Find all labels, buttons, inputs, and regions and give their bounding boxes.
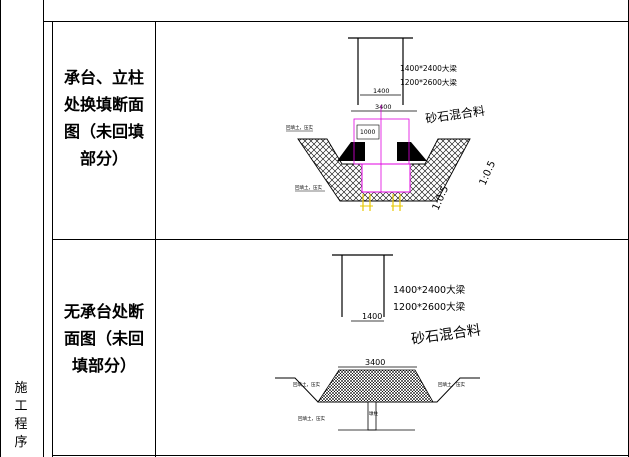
row1-label-line: 承台、立柱 xyxy=(63,68,144,87)
row1-label-line: 图（未回填 xyxy=(63,122,144,141)
row-divider-top xyxy=(43,21,629,22)
row-divider-middle xyxy=(52,239,629,240)
slope-label-2: 1:0.5 xyxy=(478,159,498,187)
beam-label-2: 1200*2600大梁 xyxy=(400,77,457,87)
row1-label: 承台、立柱 处换填断面 图（未回填 部分） xyxy=(54,64,154,172)
side-char: 程 xyxy=(14,417,28,432)
left-note: 回填土，压实 xyxy=(286,124,313,131)
left-note: 回填土，压实 xyxy=(293,381,320,388)
right-note: 回填土，压实 xyxy=(438,381,465,388)
center-note: 墩柱 xyxy=(369,410,378,417)
material-label: 砂石混合料 xyxy=(410,322,482,348)
row2-label: 无承台处断 面图（未回 填部分） xyxy=(54,298,154,379)
pile-cap-outline xyxy=(361,163,411,193)
dim-top-label: 1400 xyxy=(373,87,390,95)
dim-inner-label: 1000 xyxy=(360,129,375,136)
side-char: 序 xyxy=(14,435,28,450)
row-divider-bottom xyxy=(52,455,629,456)
left-note-2: 回填土，压实 xyxy=(295,184,322,191)
beam-label-1: 1400*2400大梁 xyxy=(393,284,466,296)
side-char: 施 xyxy=(14,381,28,396)
row2-label-line: 无承台处断 xyxy=(63,302,144,321)
side-heading: 施 工 程 序 xyxy=(6,380,36,452)
inner-dim-box xyxy=(356,124,380,140)
material-label: 砂石混合料 xyxy=(424,103,486,126)
beam-label-1: 1400*2400大梁 xyxy=(400,63,457,73)
row2-label-line: 填部分） xyxy=(71,356,136,375)
figure-section-without-cap: 1400 1400*2400大梁 1200*2600大梁 砂石混合料 3400 … xyxy=(275,254,482,431)
row1-label-line: 处换填断面 xyxy=(63,95,144,114)
dim-base-label: 3400 xyxy=(365,358,385,367)
side-char: 工 xyxy=(14,399,28,414)
beam-outline xyxy=(332,254,393,317)
column-divider-1 xyxy=(43,0,44,457)
fill-wedge-left xyxy=(337,142,365,161)
beam-outline xyxy=(348,37,413,105)
bottom-note: 回填土，压实 xyxy=(298,415,325,422)
fill-wedge-right xyxy=(397,142,427,161)
gravel-fill xyxy=(317,369,434,403)
row2-label-line: 面图（未回 xyxy=(63,329,144,348)
beam-label-2: 1200*2600大梁 xyxy=(393,301,466,313)
dim-top-label: 1400 xyxy=(362,312,382,321)
table-border-left xyxy=(0,0,1,457)
pier-outline xyxy=(353,118,410,165)
row1-label-line: 部分） xyxy=(79,149,128,168)
dim-base-label: 3400 xyxy=(375,103,392,111)
piles xyxy=(362,194,401,211)
figure-section-with-cap: 1400 1400*2400大梁 1200*2600大梁 3400 砂石混合料 … xyxy=(286,37,498,212)
